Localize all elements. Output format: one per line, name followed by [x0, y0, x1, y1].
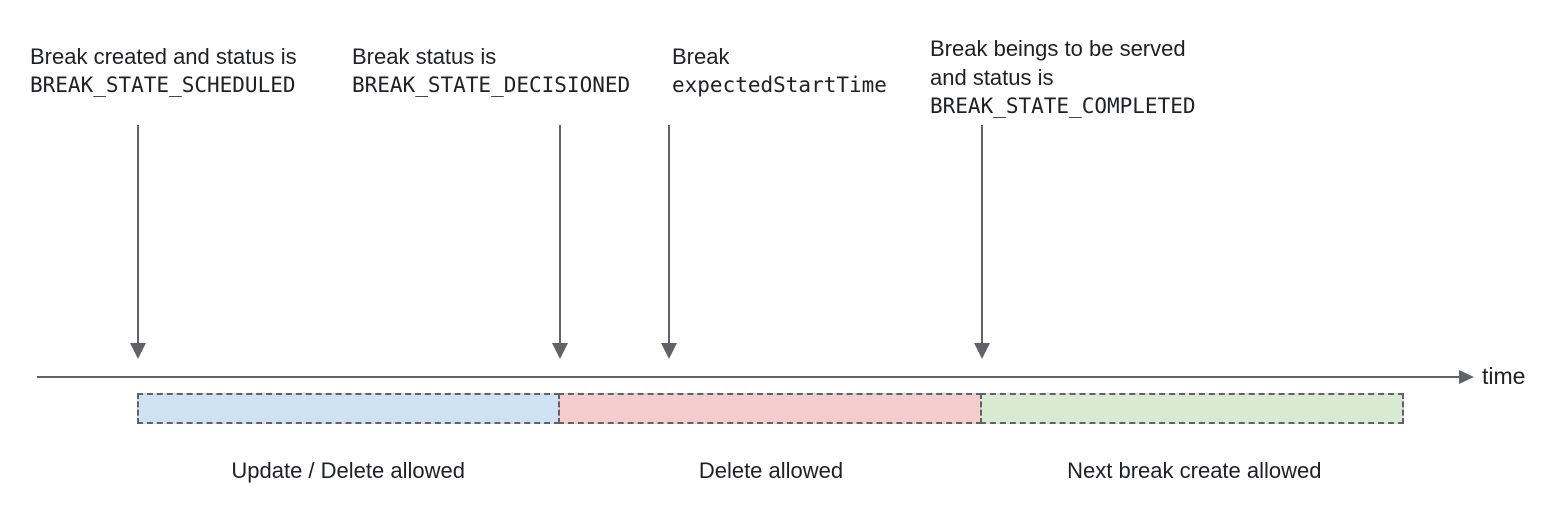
arrow-head: [552, 343, 568, 359]
right-arrow-icon: [1459, 370, 1474, 384]
annotation-break-decisioned: Break status is BREAK_STATE_DECISIONED: [352, 42, 630, 100]
timeline-segments-bar: [137, 393, 1406, 424]
down-arrow-icon: [552, 125, 568, 359]
annotation-code-text: BREAK_STATE_DECISIONED: [352, 73, 631, 97]
annotation-code-text: BREAK_STATE_SCHEDULED: [30, 73, 296, 97]
annotation-text: Break beings to be served: [930, 36, 1186, 61]
segment-label-next-break-create-allowed: Next break create allowed: [1067, 458, 1322, 483]
arrow-shaft: [981, 125, 983, 344]
time-axis-label: time: [1482, 363, 1526, 389]
annotation-code-text: BREAK_STATE_COMPLETED: [930, 94, 1196, 118]
segment-update-delete-allowed: [137, 393, 560, 424]
arrow-shaft: [559, 125, 561, 344]
annotation-expected-start-time: Break expectedStartTime: [672, 42, 887, 100]
annotation-code-text: expectedStartTime: [672, 73, 887, 97]
down-arrow-icon: [661, 125, 677, 359]
down-arrow-icon: [974, 125, 990, 359]
arrow-head: [974, 343, 990, 359]
annotation-break-scheduled: Break created and status is BREAK_STATE_…: [30, 42, 297, 100]
segment-labels-row: Update / Delete allowed Delete allowed N…: [137, 458, 1406, 484]
segment-label-update-delete-allowed: Update / Delete allowed: [231, 458, 465, 483]
time-axis-line: [37, 376, 1461, 378]
down-arrow-icon: [130, 125, 146, 359]
arrow-shaft: [668, 125, 670, 344]
annotation-text: Break: [672, 44, 730, 69]
annotation-text: Break created and status is: [30, 44, 297, 69]
arrow-head: [661, 343, 677, 359]
annotation-text: and status is: [930, 65, 1054, 90]
annotation-break-completed: Break beings to be served and status is …: [930, 34, 1196, 121]
arrow-shaft: [137, 125, 139, 344]
annotation-text: Break status is: [352, 44, 497, 69]
arrow-head: [130, 343, 146, 359]
segment-delete-allowed: [558, 393, 982, 424]
segment-label-delete-allowed: Delete allowed: [698, 458, 844, 483]
segment-next-break-create-allowed: [980, 393, 1404, 424]
